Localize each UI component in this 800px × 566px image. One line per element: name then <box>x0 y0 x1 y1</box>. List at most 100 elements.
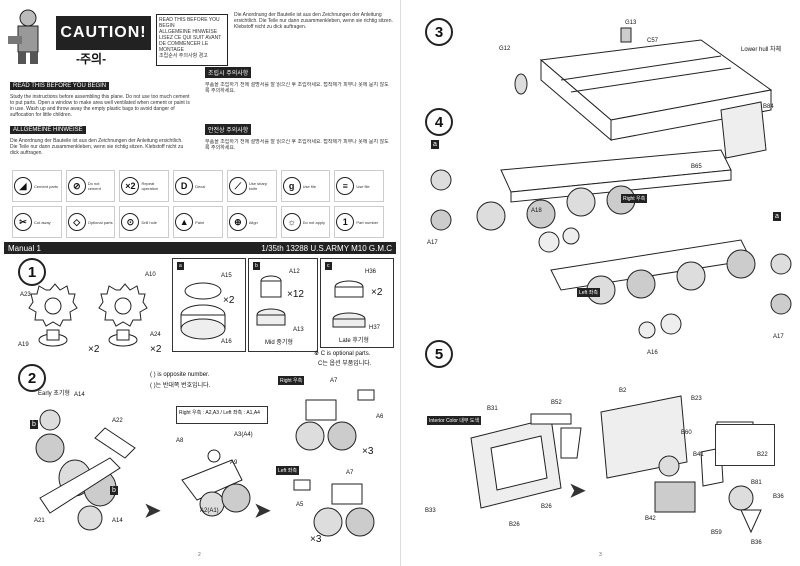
manual-number: Manual 1 <box>8 243 41 253</box>
optional-icon: ◇ <box>67 213 86 231</box>
step-2-b-tag-2: b <box>110 486 118 495</box>
cut-icon: ✂ <box>14 213 32 231</box>
kit-title: 1/35th 13288 U.S.ARMY M10 G.M.C <box>261 243 392 253</box>
allgemeine-title: ALLGEMEINE HINWEISE <box>10 126 86 134</box>
step-5-transmission-drawing <box>470 413 582 509</box>
number-one-icon: 1 <box>336 213 355 231</box>
part-label-b41: B41 <box>693 452 704 458</box>
part-label-b33: B33 <box>425 508 436 514</box>
mascot-icon <box>8 9 39 64</box>
align-icon: ⊕ <box>228 213 247 231</box>
part-label-b22: B22 <box>757 452 768 458</box>
sub-box-c: c H36 H37 ×2 Late 후기형 <box>320 258 394 348</box>
part-label-a17-right: A17 <box>773 334 784 340</box>
part-label-g12: G12 <box>499 46 511 52</box>
step-4-number: 4 <box>425 108 453 136</box>
read-first-text: Study the instructions before assembling… <box>10 94 190 118</box>
step-2-number: 2 <box>18 364 46 392</box>
note-early: Early 초기형 <box>38 391 70 397</box>
part-label-c57: C57 <box>647 38 659 44</box>
part-label-a14-bottom: A14 <box>112 518 123 524</box>
part-label-h36: H36 <box>365 269 377 275</box>
wheel-b-drawing <box>256 275 286 326</box>
korean-title-2: 안전상 주의사항 <box>205 124 252 135</box>
qty-box-b: ×12 <box>287 289 304 300</box>
qty-box-c: ×2 <box>371 287 383 298</box>
right-page: 3 G13 C57 G12 Lower hull 차체 B84 4 a <box>400 0 800 566</box>
opposite-note: ( ) is opposite number. <box>150 372 210 378</box>
symbol-optional: ◇Optional parts <box>65 206 116 238</box>
part-label-b2: B2 <box>619 388 627 394</box>
left-bogie-drawing <box>293 479 375 537</box>
caution-badge: CAUTION! <box>56 16 151 50</box>
part-label-b36-bottom: B36 <box>751 540 762 546</box>
cement-icon: ◢ <box>14 177 32 195</box>
part-label-a7-left: A7 <box>346 470 354 476</box>
part-label-b26-b: B26 <box>541 504 552 510</box>
symbol-cement: ◢Cement parts <box>12 170 62 202</box>
symbol-label: Do not apply <box>302 219 326 225</box>
sub-box-b-tag: b <box>253 262 260 270</box>
symbol-label: Cement parts <box>34 183 59 189</box>
sub-box-c-tag: c <box>325 262 332 270</box>
step-2-suspension-drawing <box>35 409 136 531</box>
arrow-right-icon: ➤ <box>144 500 161 522</box>
symbol-label: Part number <box>356 219 379 225</box>
part-label-a21: A21 <box>34 518 45 524</box>
part-label-g13: G13 <box>625 20 637 26</box>
step-1-number: 1 <box>18 258 46 286</box>
part-label-b52: B52 <box>551 400 562 406</box>
decal-icon: D <box>175 177 194 195</box>
file-icon: g <box>282 177 301 195</box>
knife-icon: ⟋ <box>228 177 247 195</box>
part-label-b42: B42 <box>645 516 656 522</box>
part-label-a19: A19 <box>18 342 29 348</box>
step-4-a-tag: a <box>431 140 439 149</box>
qty-box-a: ×2 <box>223 295 235 306</box>
manual-title-bar: Manual 1 1/35th 13288 U.S.ARMY M10 G.M.C <box>4 242 396 254</box>
symbol-knife: ⟋Use sharp knife <box>226 170 277 202</box>
qty-x2-b: ×2 <box>150 344 162 355</box>
sub-box-b: b A12 A13 ×12 Mid 중기형 <box>248 258 318 352</box>
part-label-a3-a4: A3(A4) <box>234 432 253 438</box>
step-1-sprocket-drawing <box>28 283 148 347</box>
caution-heading-box: READ THIS BEFORE YOU BEGIN ALLGEMEINE HI… <box>156 14 228 66</box>
part-label-b23: B23 <box>691 396 702 402</box>
step-2-b-tag: b <box>30 420 38 429</box>
wheel-a-drawing <box>180 282 226 340</box>
file-tool-icon: ≡ <box>336 177 355 195</box>
left-page: CAUTION! -주의- READ THIS BEFORE YOU BEGIN… <box>4 6 396 558</box>
caution-korean: -주의- <box>76 52 107 66</box>
part-label-b26-a: B26 <box>509 522 520 528</box>
arrow-right-icon-2: ➤ <box>254 500 271 522</box>
part-label-a17-left: A17 <box>427 240 438 246</box>
note-late: Late 후기형 <box>339 338 369 344</box>
part-label-a15: A15 <box>221 273 232 279</box>
step-3-number: 3 <box>425 18 453 46</box>
part-label-h37: H37 <box>369 325 381 331</box>
caution-header: CAUTION! -주의- READ THIS BEFORE YOU BEGIN… <box>6 6 394 68</box>
part-label-a5: A5 <box>296 502 304 508</box>
part-label-b81: B81 <box>751 480 762 486</box>
symbol-drill: ⊙Drill hole <box>119 206 170 238</box>
symbol-row-2: ✂Cut away ◇Optional parts ⊙Drill hole ▲P… <box>12 206 385 238</box>
korean-title: 조립시 주의사항 <box>205 67 252 78</box>
symbol-label: Optional parts <box>87 219 113 225</box>
step-3-lower-hull-drawing <box>514 27 773 159</box>
detail-inset-box <box>715 424 775 466</box>
right-tag: Right 우측 <box>278 376 305 385</box>
part-label-a16: A16 <box>221 339 232 345</box>
part-label-b84: B84 <box>763 104 774 110</box>
part-label-a16: A16 <box>647 350 658 356</box>
drill-icon: ⊙ <box>121 213 140 231</box>
symbol-label: Use file <box>302 183 316 189</box>
step-4-right-tag: Right 우측 <box>621 194 648 203</box>
qty-right-x3: ×3 <box>362 446 374 457</box>
korean-section: 조립시 주의사항 부품을 조립하기 전에 설명서를 잘 읽으신 후 조립하세요.… <box>205 62 390 179</box>
page-number-right: 3 <box>599 552 602 558</box>
symbol-label: Decal <box>195 183 206 189</box>
read-first-section: READ THIS BEFORE YOU BEGIN Study the ins… <box>10 74 190 124</box>
interior-color-tag: Interior Color 내부 도색 <box>427 416 482 425</box>
